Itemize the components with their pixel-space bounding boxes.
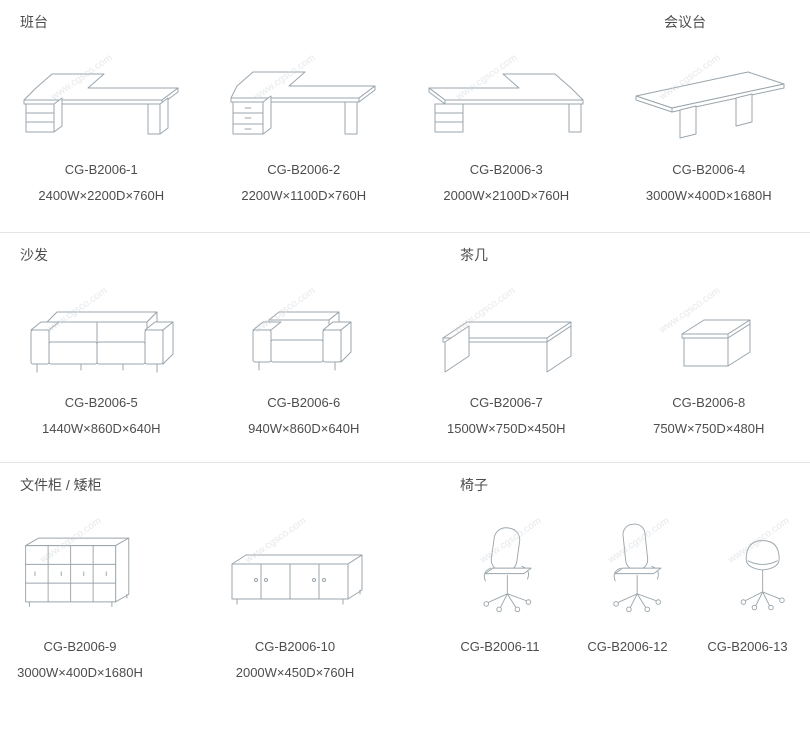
- l-desk-drawing: [230, 71, 376, 134]
- product-item: www.cgsco.com CG-B2006-8 750W×750D×480H: [608, 273, 810, 436]
- product-drawing-area: www.cgsco.com: [219, 273, 389, 391]
- product-dimensions: 3000W×400D×1680H: [645, 188, 772, 203]
- product-dimensions: 750W×750D×480H: [653, 421, 765, 436]
- side-table-drawing: [681, 319, 751, 367]
- product-dimensions: 2000W×450D×760H: [235, 665, 355, 680]
- product-code: CG-B2006-3: [469, 162, 543, 177]
- coffee-table-drawing: [442, 321, 572, 373]
- product-item: www.cgsco.com CG-B2006-4 3000W×400D×1680…: [608, 40, 810, 203]
- credenza-drawing: [231, 554, 363, 604]
- product-dimensions: 940W×860D×640H: [248, 421, 360, 436]
- product-item: www.cgsco.com: [0, 273, 203, 436]
- product-code: CG-B2006-9: [43, 639, 117, 654]
- product-code: CG-B2006-13: [707, 639, 788, 654]
- office-chair-drawing: [483, 526, 532, 612]
- product-grid: www.cgsco.com CG-B2006-1 2400W×2200D: [0, 40, 810, 203]
- product-drawing-area: www.cgsco.com: [11, 273, 191, 391]
- product-drawing-area: www.cgsco.com: [573, 503, 683, 635]
- l-desk-drawing: [23, 73, 179, 134]
- section-desks: 班台 会议台 www.cgsco.com: [0, 0, 810, 233]
- category-label-conference-table: 会议台: [664, 14, 706, 30]
- armchair-drawing: [252, 311, 352, 371]
- product-drawing-area: www.cgsco.com: [219, 40, 389, 158]
- product-dimensions: 2200W×1100D×760H: [241, 188, 367, 203]
- product-grid: www.cgsco.com: [0, 503, 810, 680]
- product-grid: www.cgsco.com: [0, 273, 810, 436]
- section-cabinets-chairs: 文件柜 / 矮柜 椅子 www.cgsco.com: [0, 463, 810, 734]
- product-drawing-area: www.cgsco.com: [419, 273, 594, 391]
- product-drawing-area: www.cgsco.com: [624, 40, 794, 158]
- product-dimensions: 2000W×2100D×760H: [443, 188, 570, 203]
- product-drawing-area: www.cgsco.com: [16, 40, 186, 158]
- product-drawing-area: www.cgsco.com: [421, 40, 591, 158]
- product-code: CG-B2006-12: [587, 639, 668, 654]
- section-sofas: 沙发 茶几 www.cgsco.com: [0, 233, 810, 463]
- conference-table-drawing: [635, 71, 785, 138]
- sofa-drawing: [30, 311, 174, 373]
- product-code: CG-B2006-5: [64, 395, 138, 410]
- product-item: www.cgsco.com: [430, 503, 570, 680]
- product-item: www.cgsco.com: [570, 503, 685, 680]
- product-dimensions: 1440W×860D×640H: [41, 421, 161, 436]
- product-code: CG-B2006-1: [64, 162, 138, 177]
- category-label-sofa: 沙发: [20, 247, 48, 263]
- product-dimensions: 2400W×2200D×760H: [38, 188, 165, 203]
- product-drawing-area: www.cgsco.com: [693, 503, 803, 635]
- product-drawing-area: www.cgsco.com: [624, 273, 794, 391]
- category-label-chairs: 椅子: [460, 477, 488, 493]
- l-desk-drawing: [428, 73, 584, 132]
- product-item: www.cgsco.com CG-B: [203, 40, 406, 203]
- category-label-desks: 班台: [20, 14, 48, 30]
- product-item: www.cgsco.com CG-B2006-1 2400W×2200D: [0, 40, 203, 203]
- product-item: www.cgsco.com: [160, 503, 430, 680]
- product-drawing-area: www.cgsco.com: [210, 503, 380, 635]
- category-label-tea-table: 茶几: [460, 247, 488, 263]
- product-code: CG-B2006-6: [267, 395, 341, 410]
- product-item: www.cgsco.com CG-B2006-3 2000W×2100D×760…: [405, 40, 608, 203]
- product-drawing-area: www.cgsco.com: [5, 503, 155, 635]
- product-code: CG-B2006-8: [672, 395, 746, 410]
- product-code: CG-B2006-11: [460, 639, 540, 654]
- product-code: CG-B2006-4: [672, 162, 746, 177]
- product-item: www.cgsco.com: [0, 503, 160, 680]
- product-dimensions: 1500W×750D×450H: [446, 421, 566, 436]
- product-code: CG-B2006-10: [254, 639, 336, 654]
- product-code: CG-B2006-2: [267, 162, 341, 177]
- bookcase-drawing: [25, 537, 130, 607]
- product-item: www.cgsco.com CG-B: [685, 503, 810, 680]
- office-chair-drawing: [612, 523, 661, 612]
- visitor-chair-drawing: [740, 539, 785, 610]
- product-drawing-area: www.cgsco.com: [445, 503, 555, 635]
- product-code: CG-B2006-7: [469, 395, 543, 410]
- product-item: www.cgsco.com CG-B: [203, 273, 406, 436]
- product-dimensions: 3000W×400D×1680H: [17, 665, 143, 680]
- category-label-cabinets: 文件柜 / 矮柜: [20, 477, 102, 493]
- product-item: www.cgsco.com CG-B2006-7 1500W×750D×450H: [405, 273, 608, 436]
